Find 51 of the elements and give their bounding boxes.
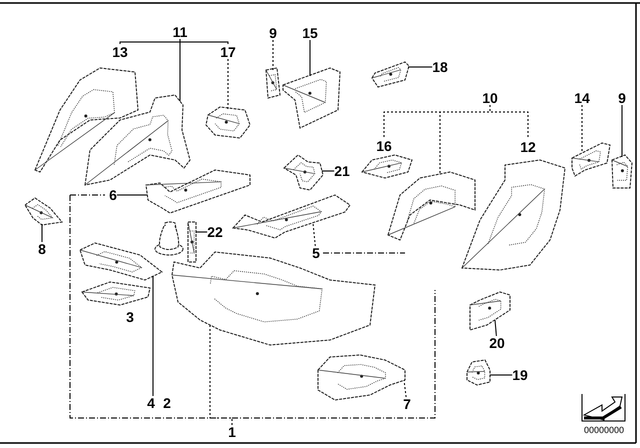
callout-number: 21 [334,164,350,178]
callout-number: 8 [38,242,46,256]
leader-line [490,374,513,376]
callout-number: 22 [207,225,223,239]
part-drawing [387,171,476,241]
callout-number: 16 [376,139,392,153]
callout-number: 9 [269,26,277,40]
leader-line [152,276,154,396]
part-drawing [232,194,351,239]
callout-number: 7 [403,397,411,411]
leader-line [322,170,335,172]
callout-number: 10 [482,91,498,105]
callout-number: 6 [109,188,117,202]
callout-number: 11 [172,25,188,39]
part-drawing [145,169,251,214]
part-drawing [371,61,410,88]
callout-number: 13 [112,45,128,59]
leader-line [494,320,497,336]
part-drawing [265,67,281,99]
callout-number: 12 [520,140,536,154]
callout-number: 5 [312,246,320,260]
part-drawing [187,221,197,263]
callout-number: 4 [147,396,155,410]
part-drawing [205,106,251,139]
callout-number: 1 [228,425,236,439]
part-drawing [283,154,324,191]
callout-number: 20 [489,336,505,350]
part-drawing [611,154,633,189]
callout-number: 15 [302,26,318,40]
leader-line [272,40,274,70]
callout-number: 3 [126,310,134,324]
callout-number: 9 [618,91,626,105]
leader-line [210,324,232,426]
part-drawing [84,94,191,186]
part-drawing [469,291,511,331]
drawing-number: 00000000 [584,425,624,435]
part-drawing [571,142,611,177]
part-drawing [466,359,491,386]
callout-number: 2 [163,396,171,410]
leader-line [440,104,490,174]
leader-line [116,194,148,196]
part-drawing [79,242,163,281]
callout-number: 14 [574,91,590,105]
callout-number: 19 [512,368,528,382]
part-drawing [24,197,63,226]
leader-line [404,380,407,398]
callout-number: 17 [220,45,236,59]
leader-line [408,66,433,68]
callout-number: 18 [432,60,448,74]
part-drawing [317,354,406,401]
leader-line [312,222,316,246]
